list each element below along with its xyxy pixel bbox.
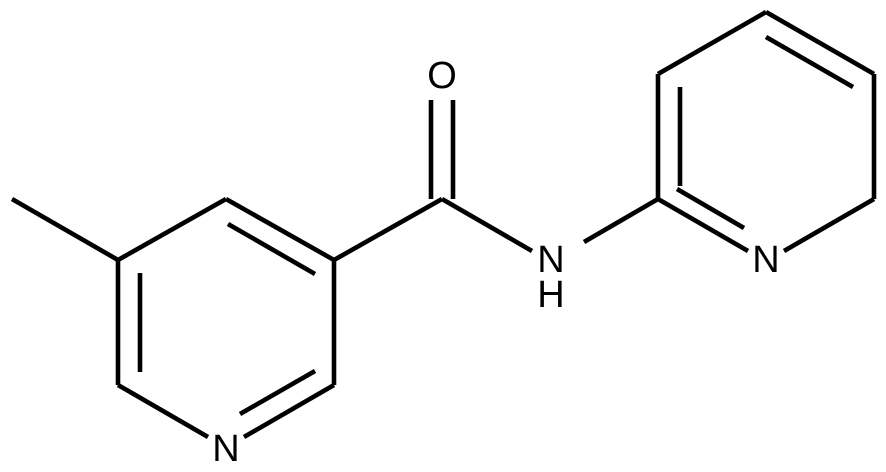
bond-ring2-c4-c5 — [764, 10, 876, 76]
bond-nh-to-ring — [582, 197, 660, 244]
pyridine-nitrogen-right-label: N — [752, 239, 779, 281]
bond-methyl — [10, 197, 120, 262]
bond-ring2-c6-n — [782, 197, 876, 253]
bond-ring1-c2-n — [242, 383, 336, 439]
bond-ring2-c4-c5-inner — [764, 35, 855, 89]
bond-ring1-c2-n-inner — [238, 369, 317, 416]
bond-ring1-c6-c1 — [224, 196, 336, 263]
amide-nitrogen-label: N — [537, 239, 564, 281]
bond-ring2-n-c2 — [656, 197, 750, 253]
bond-carbonyl-to-nh — [440, 197, 534, 253]
bond-ring1-c5-c6 — [116, 196, 228, 263]
bond-ring1-n-c4 — [116, 383, 210, 439]
bond-ring1-c6-c1-inner — [226, 222, 317, 276]
amide-hydrogen-label: H — [537, 274, 564, 316]
bond-ring2-n-c2-inner — [675, 187, 746, 230]
pyridine-nitrogen-left-label: N — [212, 428, 239, 470]
bond-ring-to-carbonyl — [332, 196, 444, 263]
bond-ring2-c3-c4 — [656, 10, 768, 76]
oxygen-label: O — [427, 55, 457, 97]
